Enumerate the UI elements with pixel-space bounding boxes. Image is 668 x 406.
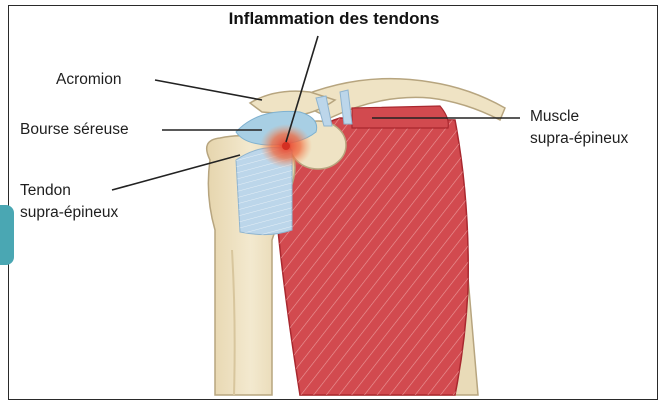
label-muscle-line1: Muscle (530, 107, 579, 127)
upper-muscle-strip (352, 106, 448, 128)
label-bourse-sereuse: Bourse séreuse (20, 120, 129, 140)
label-tendon-line1: Tendon (20, 181, 71, 201)
leader-acromion (155, 80, 262, 100)
label-tendon-line2: supra-épineux (20, 203, 118, 223)
label-acromion: Acromion (56, 70, 121, 90)
label-muscle-line2: supra-épineux (530, 129, 628, 149)
diagram-title: Inflammation des tendons (0, 9, 668, 29)
